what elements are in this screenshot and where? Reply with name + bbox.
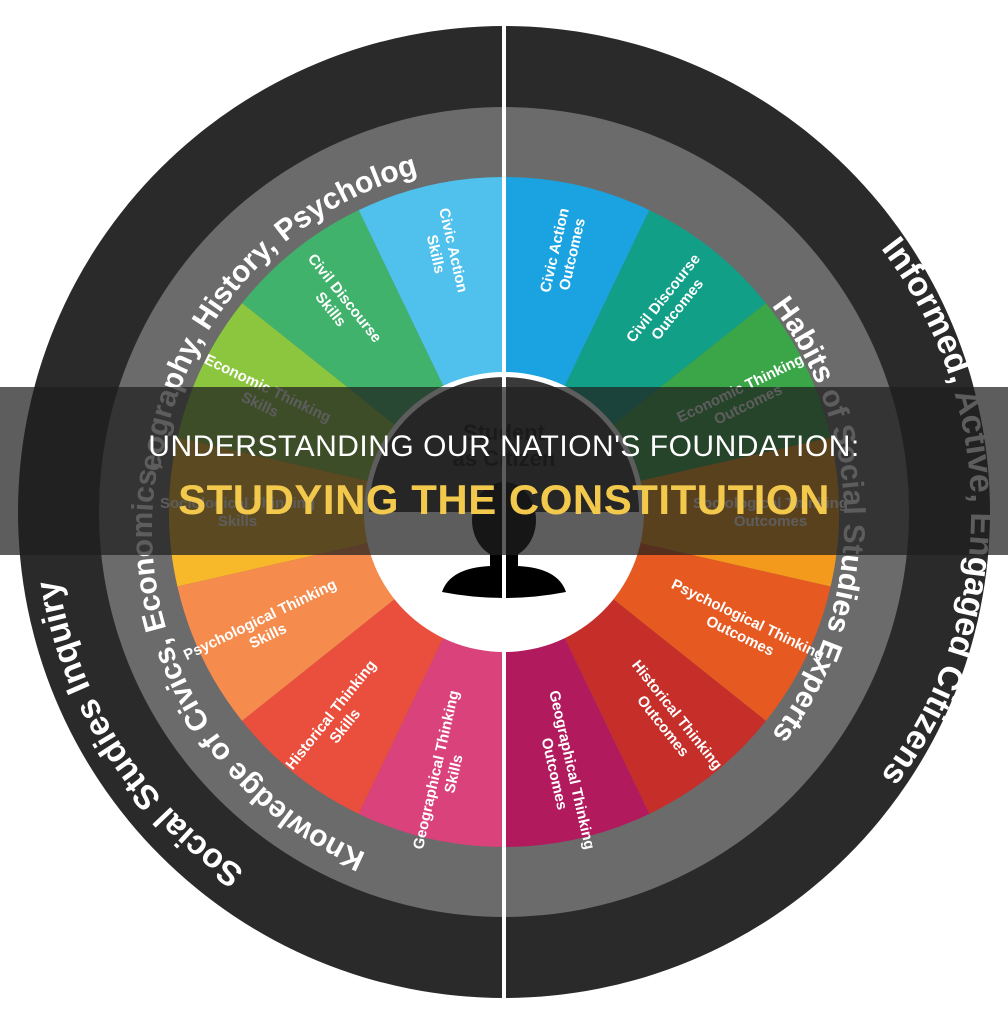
wedge-left-1 xyxy=(242,210,445,426)
title-overlay-band xyxy=(0,387,1008,555)
wedge-right-5 xyxy=(563,598,766,814)
wedge-left-6 xyxy=(358,636,504,847)
overlay-title-line1: UNDERSTANDING OUR NATION'S FOUNDATION: xyxy=(148,430,860,463)
wedge-right-6 xyxy=(504,636,650,847)
wedge-right-0 xyxy=(504,177,650,388)
overlay-title-line2: STUDYING THE CONSTITUTION xyxy=(178,476,830,523)
wedge-left-4 xyxy=(177,542,397,721)
wedge-right-4 xyxy=(611,542,831,721)
wedge-left-5 xyxy=(242,598,445,814)
wedge-left-0 xyxy=(358,177,504,388)
wedge-right-1 xyxy=(563,210,766,426)
